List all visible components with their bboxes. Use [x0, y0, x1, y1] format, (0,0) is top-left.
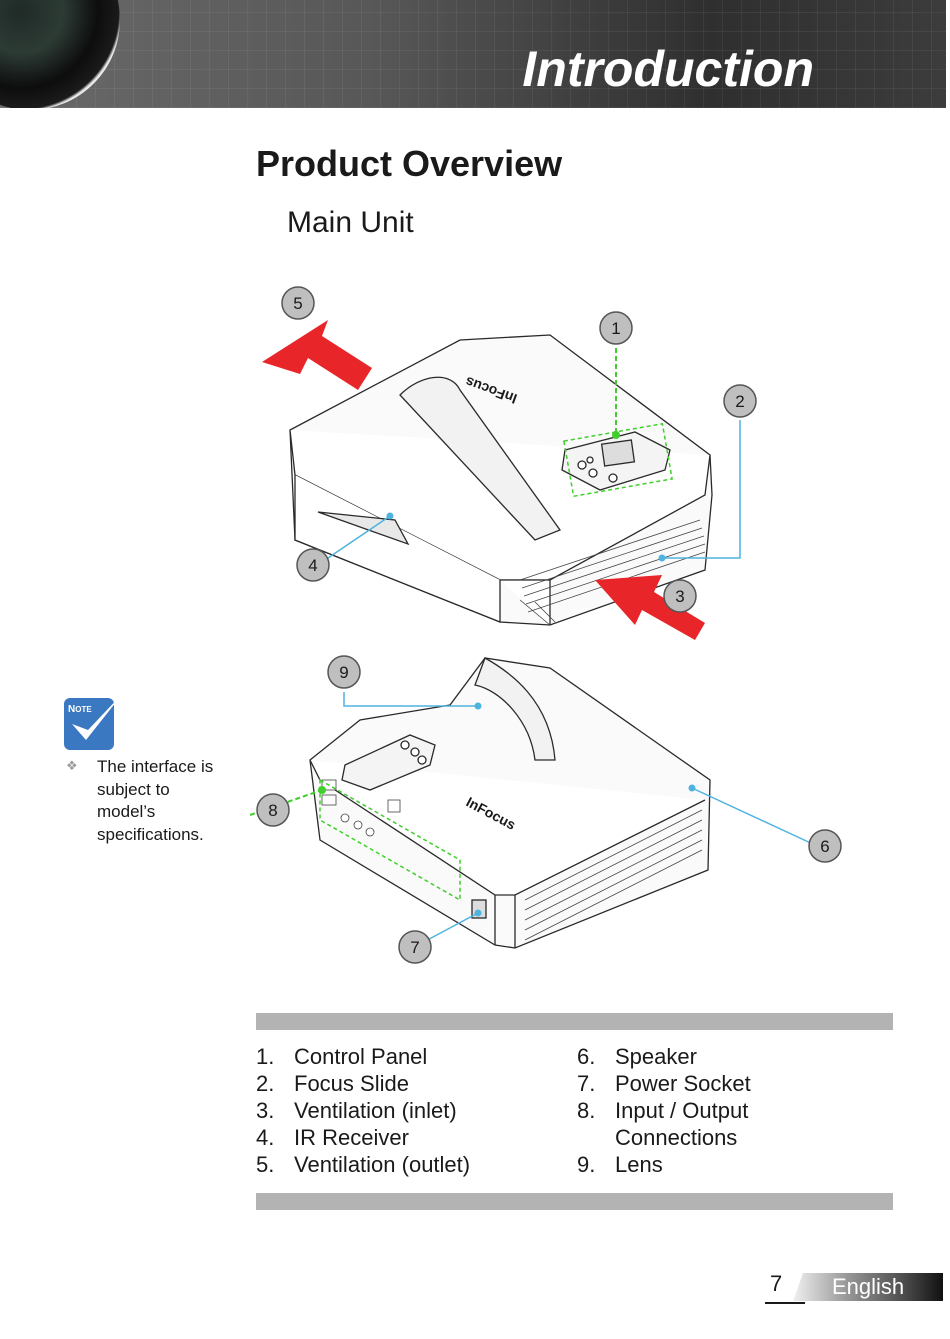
legend-item: 9. Lens	[577, 1151, 751, 1178]
legend-item: 7. Power Socket	[577, 1070, 751, 1097]
callout-7: 7	[398, 930, 432, 964]
note-icon: NOTE	[64, 692, 124, 750]
legend-item: 2. Focus Slide	[256, 1070, 470, 1097]
projector-rear-view: InFocus	[309, 657, 711, 949]
legend-label: Focus Slide	[294, 1071, 409, 1096]
legend-label: Input / Output Connections	[615, 1098, 749, 1150]
legend-label: Power Socket	[615, 1071, 751, 1096]
svg-text:2: 2	[735, 392, 744, 411]
callout-6: 6	[808, 829, 842, 863]
legend-number: 2.	[256, 1071, 275, 1096]
legend-top-divider	[256, 1013, 893, 1030]
svg-text:9: 9	[339, 663, 348, 682]
svg-text:5: 5	[293, 294, 302, 313]
projector-diagram: InFocus InFocus	[250, 286, 842, 964]
section-title: Introduction	[522, 41, 814, 97]
ventilation-grille-rear	[524, 809, 703, 941]
control-panel-rear	[341, 734, 436, 791]
ventilation-inlet-arrow	[595, 575, 705, 640]
callout-5: 5	[281, 286, 315, 320]
svg-text:6: 6	[820, 837, 829, 856]
legend-number: 6.	[577, 1044, 596, 1069]
ventilation-grille-front	[519, 519, 706, 626]
legend-left-column: 1. Control Panel 2. Focus Slide 3. Ventilat…	[256, 1043, 470, 1178]
svg-text:1: 1	[611, 319, 620, 338]
legend-item: 4. IR Receiver	[256, 1124, 470, 1151]
legend-label: Ventilation (outlet)	[294, 1152, 471, 1177]
legend-item: 6. Speaker	[577, 1043, 751, 1070]
page-footer: 7 English	[765, 1270, 945, 1306]
legend-right-column: 6. Speaker 7. Power Socket 8. Input / Outpu…	[577, 1043, 751, 1178]
header-banner: Introduction	[0, 0, 946, 108]
legend-number: 5.	[256, 1152, 275, 1177]
note-bullet-icon: ❖	[66, 758, 78, 773]
page-number: 7	[770, 1271, 783, 1296]
page-title: Product Overview	[256, 143, 563, 184]
projector-front-view: InFocus	[289, 334, 713, 626]
legend-label: Ventilation (inlet)	[294, 1098, 457, 1123]
language-tab	[793, 1273, 943, 1301]
legend-item: 3. Ventilation (inlet)	[256, 1097, 470, 1124]
legend-number: 7.	[577, 1071, 596, 1096]
callout-1: 1	[599, 311, 633, 345]
note-text: The interface is subject to model’s spec…	[97, 757, 214, 844]
ventilation-outlet-arrow	[262, 320, 372, 390]
svg-text:4: 4	[308, 556, 317, 575]
callout-8: 8	[256, 793, 290, 827]
lens-graphic	[0, 0, 120, 108]
legend-number: 8.	[577, 1098, 596, 1123]
legend-label: Lens	[615, 1152, 663, 1177]
legend-item: 8. Input / Output Connections	[577, 1097, 751, 1151]
callout-9: 9	[327, 655, 361, 689]
page-subtitle: Main Unit	[287, 206, 414, 239]
control-panel	[561, 431, 671, 491]
svg-text:3: 3	[675, 587, 684, 606]
legend-item: 5. Ventilation (outlet)	[256, 1151, 470, 1178]
legend-item: 1. Control Panel	[256, 1043, 470, 1070]
language-label: English	[832, 1274, 905, 1299]
callout-4: 4	[296, 548, 330, 582]
legend-label: Control Panel	[294, 1044, 428, 1069]
svg-text:NOTE: NOTE	[68, 704, 92, 715]
svg-text:7: 7	[410, 938, 419, 957]
legend-bottom-divider	[256, 1193, 893, 1210]
footer-underline	[765, 1302, 805, 1304]
svg-text:8: 8	[268, 801, 277, 820]
legend-number: 4.	[256, 1125, 275, 1150]
legend-label: IR Receiver	[294, 1125, 409, 1150]
legend-number: 9.	[577, 1152, 596, 1177]
callout-3: 3	[663, 579, 697, 613]
legend-label: Speaker	[615, 1044, 697, 1069]
legend-number: 3.	[256, 1098, 275, 1123]
legend-number: 1.	[256, 1044, 275, 1069]
callout-2: 2	[723, 384, 757, 418]
